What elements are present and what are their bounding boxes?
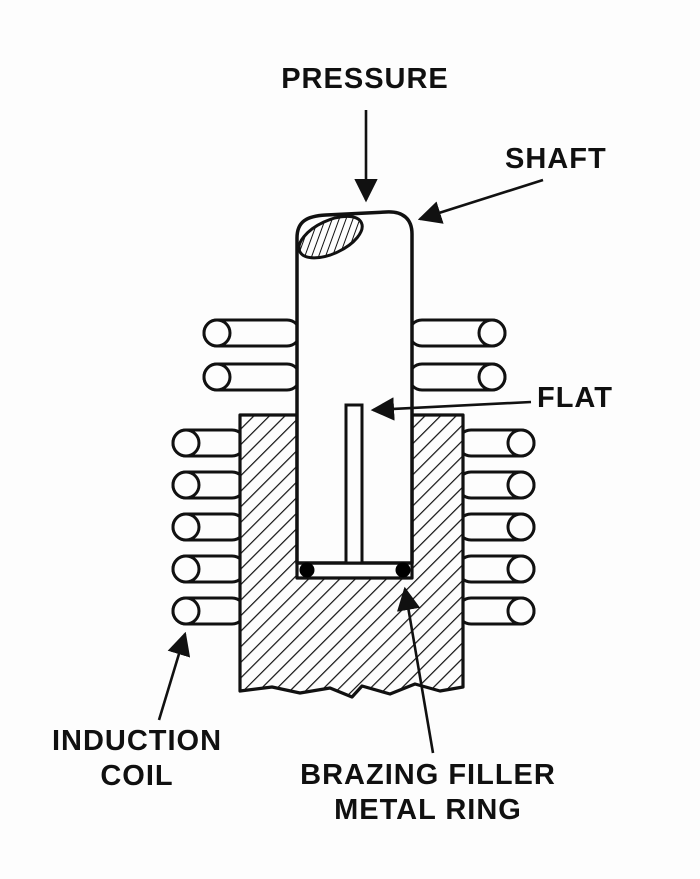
pressure-label: PRESSURE xyxy=(281,63,449,95)
shaft-end-face xyxy=(297,214,364,260)
shaft-label: SHAFT xyxy=(505,143,607,175)
brazing-ring-label: BRAZING FILLER METAL RING xyxy=(300,759,556,827)
induction-coil-lower-right xyxy=(456,428,536,626)
induction-coil-lower-left xyxy=(171,428,247,626)
flat-pointer-arrow xyxy=(370,397,532,421)
brazing-ring-pointer-arrow xyxy=(397,586,435,754)
flat-label: FLAT xyxy=(537,382,613,414)
induction-coil-label: INDUCTION COIL xyxy=(51,725,223,793)
induction-coil-upper-left xyxy=(202,318,302,392)
brazing-filler-ring-right xyxy=(395,562,411,578)
flat-feature xyxy=(344,403,364,565)
induction-coil-upper-right xyxy=(407,318,507,392)
shaft-shape xyxy=(295,210,414,565)
brazing-filler-ring-left xyxy=(299,562,315,578)
induction-coil-pointer-arrow xyxy=(157,631,191,721)
shaft-pointer-arrow xyxy=(417,178,544,224)
